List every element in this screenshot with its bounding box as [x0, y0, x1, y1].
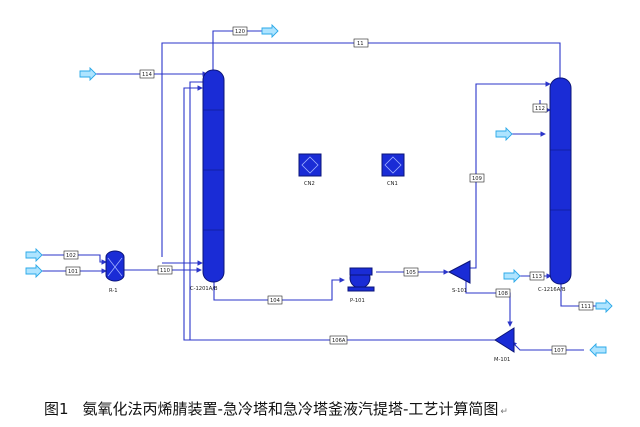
- feed-arrow-107: [589, 342, 607, 358]
- figure-caption: 图1 氨氧化法丙烯腈装置-急冷塔和急冷塔釜液汽提塔-工艺计算简图↵: [44, 398, 624, 420]
- svg-text:111: 111: [581, 304, 591, 310]
- svg-text:110: 110: [160, 268, 170, 274]
- svg-text:105: 105: [406, 270, 416, 276]
- unit-cn1[interactable]: [381, 153, 405, 177]
- stream-label-112: 112: [532, 103, 548, 113]
- feed-arrow-101: [25, 263, 43, 279]
- svg-text:114: 114: [142, 72, 153, 78]
- stream-label-104: 104: [267, 295, 283, 305]
- stream-label-108: 108: [495, 288, 511, 298]
- unit-cn2-label: CN2: [304, 181, 315, 187]
- paragraph-mark: ↵: [500, 407, 508, 417]
- mixer[interactable]: [494, 327, 515, 353]
- pump[interactable]: [347, 267, 375, 292]
- line-mixer-107: [511, 341, 584, 351]
- pump-label: P-101: [350, 298, 365, 304]
- stream-label-113: 113: [529, 271, 545, 281]
- unit-cn1-label: CN1: [387, 181, 398, 187]
- stripper-column[interactable]: [549, 77, 572, 285]
- svg-text:101: 101: [68, 269, 78, 275]
- figure-number: 图1: [44, 400, 69, 418]
- stream-label-110: 110: [157, 265, 173, 275]
- line-return-106A: [183, 85, 495, 341]
- feed-arrow-114: [79, 66, 97, 82]
- reactor-vessel[interactable]: [105, 250, 125, 282]
- line-return-inner: [189, 81, 203, 340]
- stripper-column-label: C-1216A/B: [538, 287, 566, 293]
- quench-column[interactable]: [202, 69, 225, 283]
- svg-text:102: 102: [66, 253, 76, 259]
- stream-label-109: 109: [469, 173, 485, 183]
- svg-text:104: 104: [270, 298, 281, 304]
- stream-labels: 11 120 114 102 101 110 104 105 109 108 1…: [63, 26, 594, 355]
- stream-label-106A: 106A: [329, 335, 348, 345]
- unit-cn2[interactable]: [298, 153, 322, 177]
- reactor-label: R-1: [109, 288, 118, 294]
- svg-text:112: 112: [535, 106, 545, 112]
- splitter-label: S-101: [452, 288, 467, 294]
- svg-text:11: 11: [357, 41, 364, 47]
- feed-arrow-113: [503, 268, 521, 284]
- stream-label-114: 114: [139, 69, 155, 79]
- stream-label-102: 102: [63, 250, 79, 260]
- mixer-label: M-101: [494, 357, 510, 363]
- svg-text:113: 113: [532, 274, 542, 280]
- svg-text:120: 120: [235, 29, 245, 35]
- quench-column-label: C-1201A/B: [190, 286, 218, 292]
- feed-arrow-120-out: [261, 23, 279, 39]
- piping: [42, 30, 596, 351]
- svg-text:107: 107: [554, 348, 564, 354]
- feed-arrows: [25, 23, 613, 358]
- stream-label-107: 107: [551, 345, 567, 355]
- svg-text:106A: 106A: [332, 338, 346, 344]
- stream-label-105: 105: [403, 267, 419, 277]
- line-overhead-120: [212, 30, 262, 72]
- feed-arrow-111-out: [595, 298, 613, 314]
- feed-arrow-102: [25, 247, 43, 263]
- figure-title: 氨氧化法丙烯腈装置-急冷塔和急冷塔釜液汽提塔-工艺计算简图: [82, 400, 499, 418]
- svg-text:108: 108: [498, 291, 508, 297]
- line-bottom-104: [213, 277, 345, 301]
- stream-label-11: 11: [353, 38, 369, 48]
- line-split-108: [465, 278, 513, 327]
- feed-arrow-stripper: [495, 126, 513, 142]
- splitter[interactable]: [447, 260, 471, 284]
- stream-label-101: 101: [65, 266, 81, 276]
- stream-label-111: 111: [578, 301, 594, 311]
- svg-text:109: 109: [472, 176, 482, 182]
- stream-label-120: 120: [232, 26, 248, 36]
